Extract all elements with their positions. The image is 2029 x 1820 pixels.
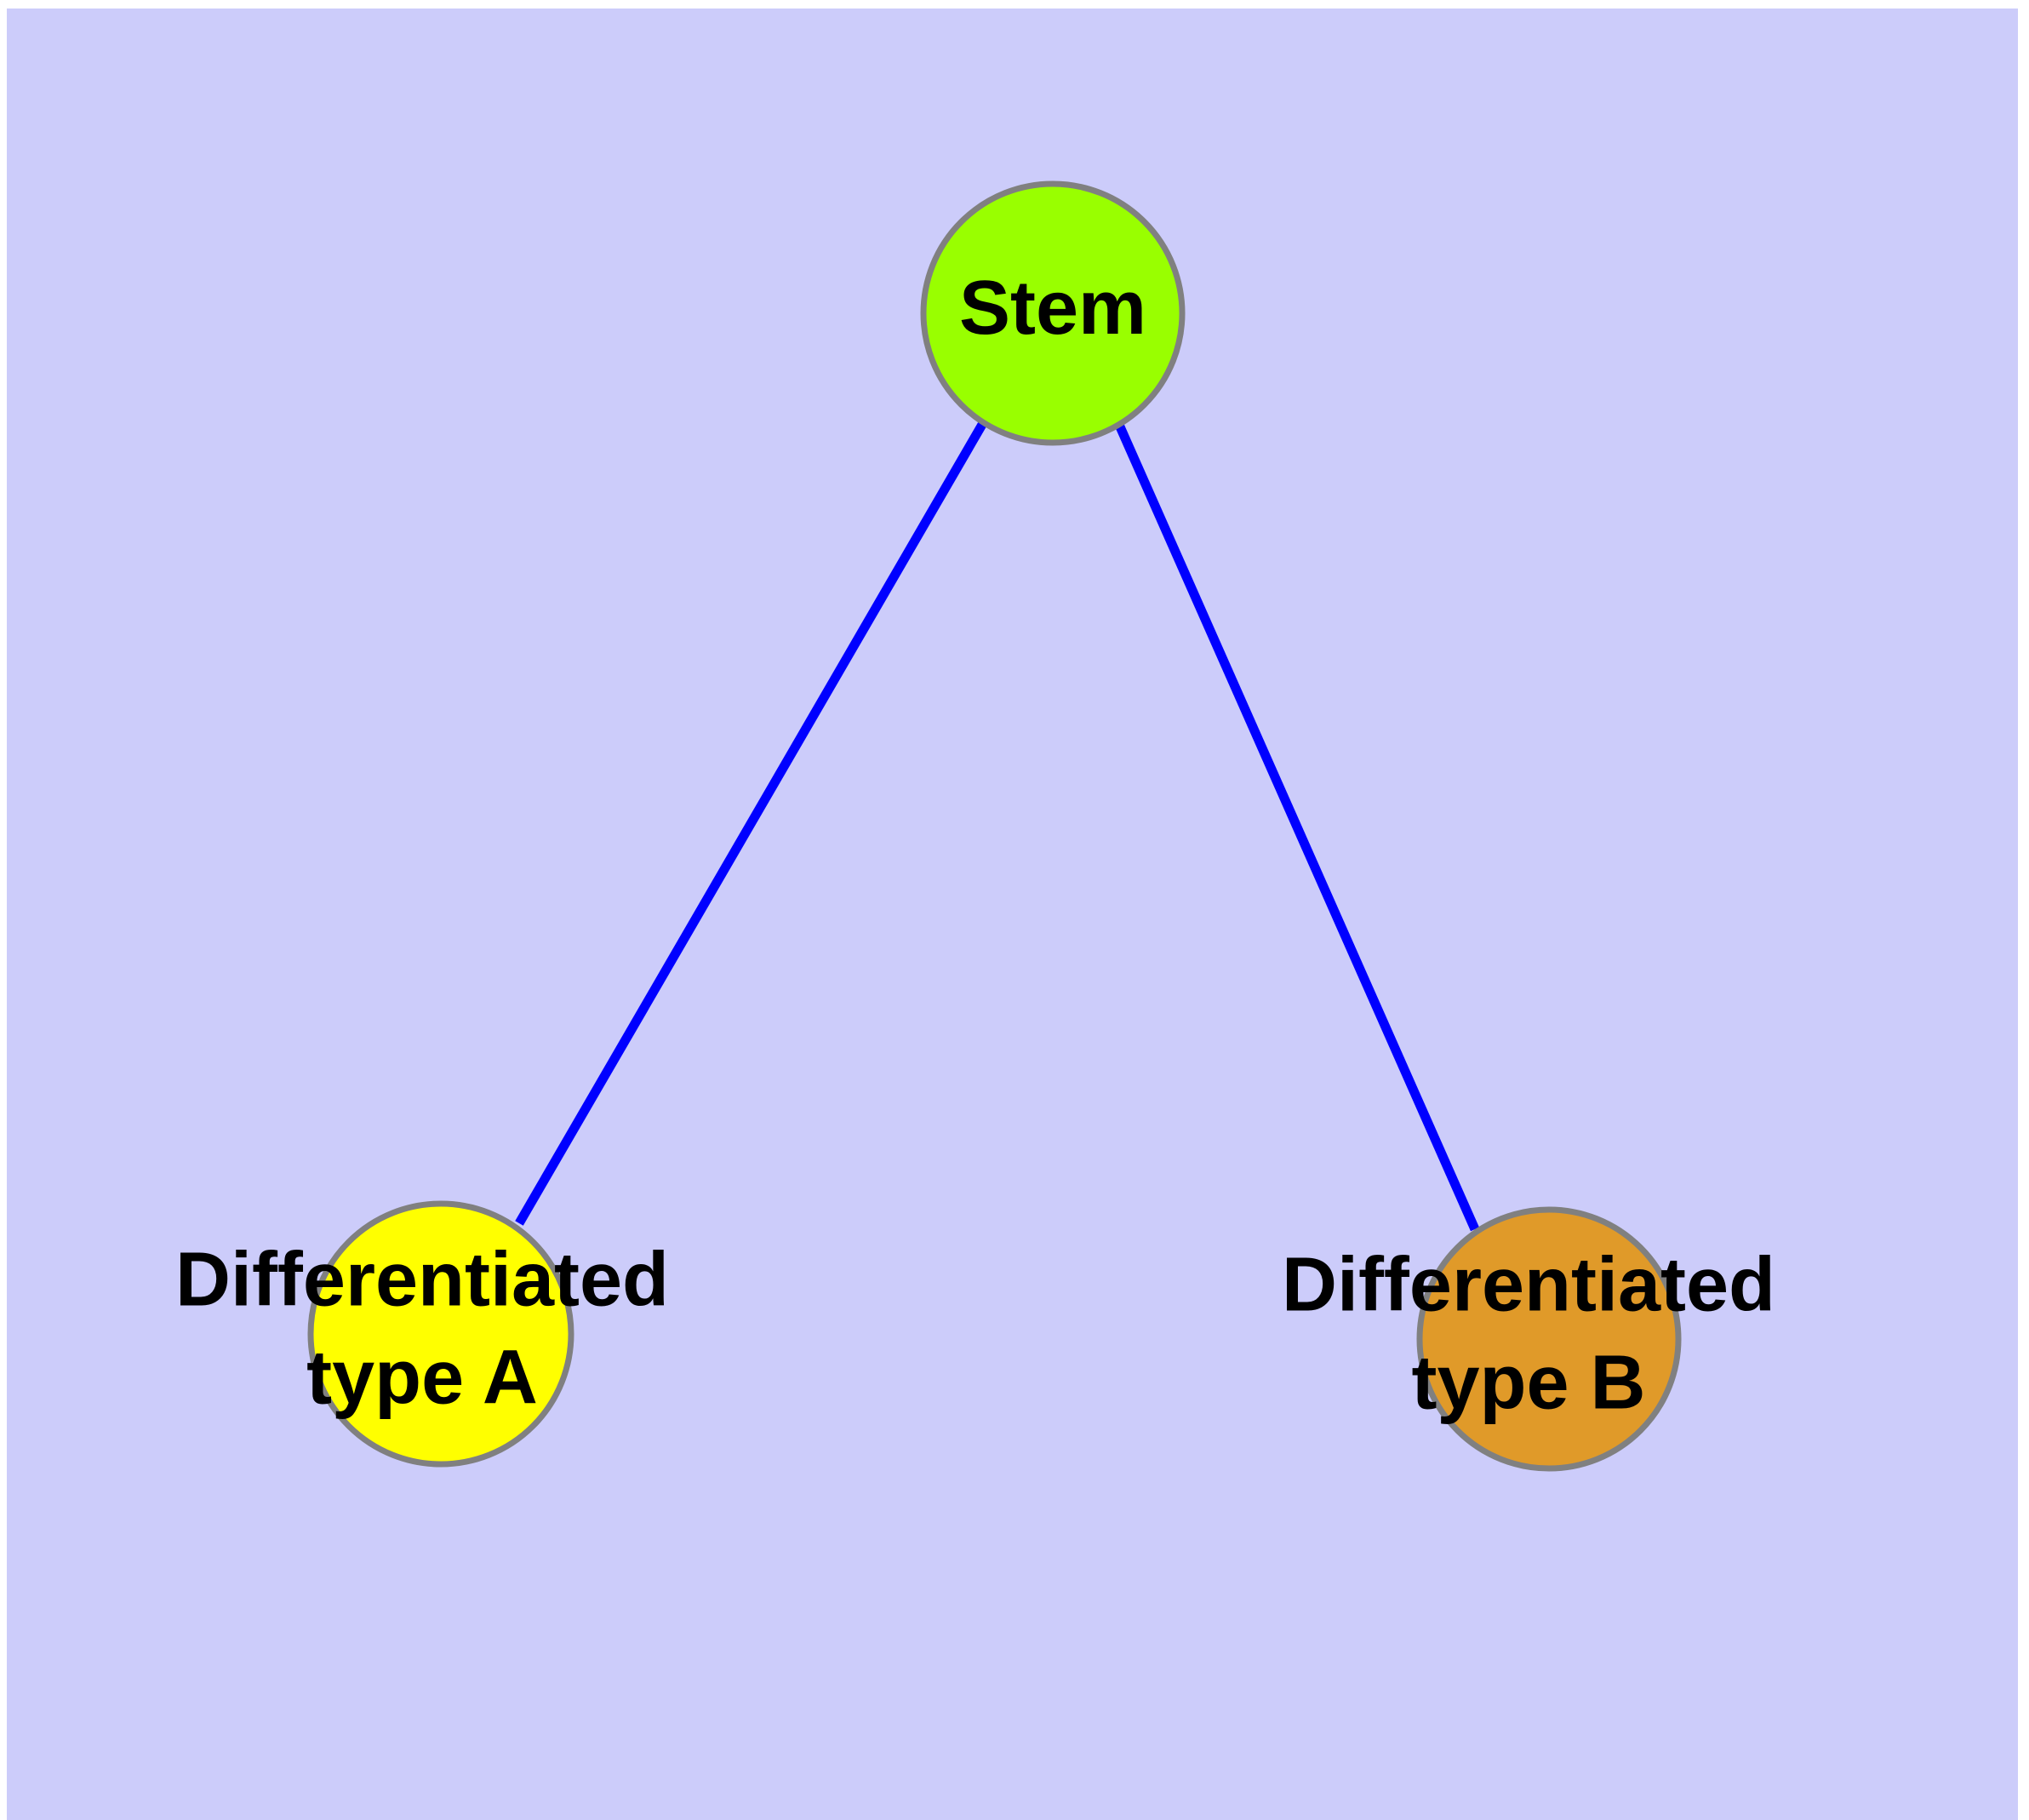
edges-layer — [515, 421, 1480, 1232]
node-label-line: type A — [306, 1335, 538, 1420]
node-label-line: Differentiated — [1282, 1242, 1775, 1327]
node-label-diff-type-b: Differentiated type B — [1282, 1242, 1775, 1425]
node-diff-type-b[interactable] — [1416, 1206, 1682, 1472]
node-label-line: type B — [1411, 1340, 1645, 1425]
node-stem[interactable] — [920, 180, 1186, 446]
node-label-diff-type-a: Differentiated type A — [175, 1237, 669, 1420]
node-label-line: Stem — [959, 266, 1146, 351]
node-diff-type-a[interactable] — [307, 1200, 574, 1468]
edge-stem-to-b[interactable] — [1114, 422, 1480, 1232]
node-label-stem: Stem — [959, 266, 1146, 351]
node-label-line: Differentiated — [175, 1237, 669, 1322]
edge-stem-to-a[interactable] — [515, 421, 987, 1226]
